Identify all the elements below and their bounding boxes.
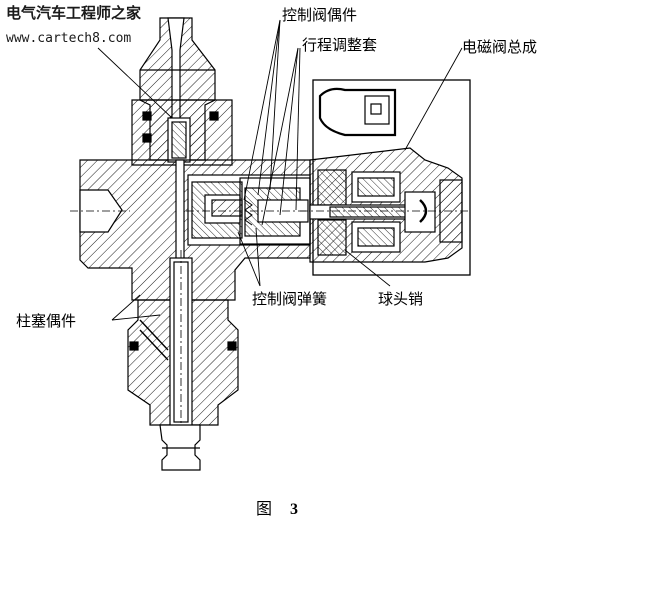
watermark-name: 电气汽车工程师之家	[6, 4, 142, 22]
label-valve-spring: 控制阀弹簧	[252, 290, 328, 308]
solenoid-assembly	[300, 79, 471, 276]
plunger-section	[127, 250, 239, 471]
watermark-url: www.cartech8.com	[6, 31, 132, 46]
label-solenoid: 电磁阀总成	[462, 38, 538, 56]
label-plunger: 柱塞偶件	[16, 312, 77, 330]
leader-lines	[97, 19, 463, 321]
control-valve-assembly	[186, 177, 330, 245]
label-control-valve: 控制阀偶件	[282, 6, 358, 24]
label-stroke-sleeve: 行程调整套	[302, 36, 378, 54]
label-ball-pin: 球头销	[378, 290, 424, 308]
caption-prefix: 图	[256, 501, 273, 518]
upper-housing	[131, 99, 233, 166]
caption-number: 3	[290, 501, 299, 518]
